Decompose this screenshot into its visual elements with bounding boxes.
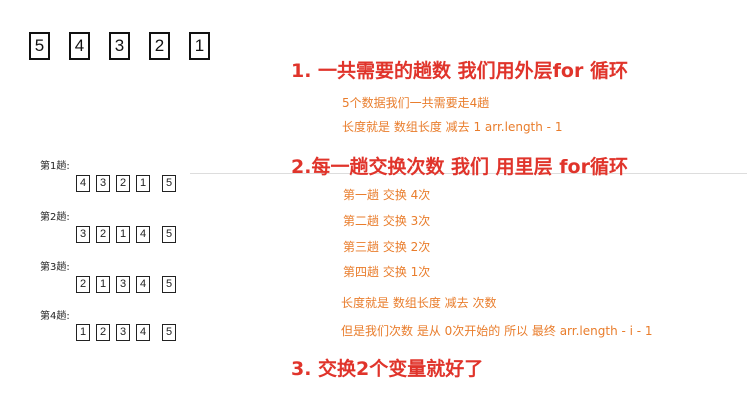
array-box: 2: [116, 175, 130, 192]
array-box: 1: [96, 276, 110, 293]
section-2-note: 长度就是 数组长度 减去 次数: [341, 296, 497, 310]
array-box: 3: [96, 175, 110, 192]
array-box: 3: [109, 32, 130, 60]
array-box: 5: [162, 175, 176, 192]
array-box: 5: [29, 32, 50, 60]
section-2-note: 但是我们次数 是从 0次开始的 所以 最终 arr.length - i - 1: [341, 324, 653, 338]
array-box: 4: [69, 32, 90, 60]
array-box: 4: [76, 175, 90, 192]
section-2-heading: 2.每一趟交换次数 我们 用里层 for循环: [291, 156, 628, 178]
round-label: 第4趟:: [40, 311, 70, 322]
section-2-note: 第二趟 交换 3次: [343, 214, 431, 228]
section-3-heading: 3. 交换2个变量就好了: [291, 358, 484, 380]
array-box: 5: [162, 226, 176, 243]
section-2-note: 第三趟 交换 2次: [343, 240, 431, 254]
array-box: 1: [116, 226, 130, 243]
array-box: 1: [189, 32, 210, 60]
array-box: 4: [136, 226, 150, 243]
array-box: 2: [149, 32, 170, 60]
section-1-note: 5个数据我们一共需要走4趟: [342, 96, 490, 110]
array-box: 3: [76, 226, 90, 243]
array-box: 1: [136, 175, 150, 192]
round-label: 第3趟:: [40, 262, 70, 273]
array-box: 4: [136, 276, 150, 293]
array-box: 2: [96, 324, 110, 341]
section-1-heading: 1. 一共需要的趟数 我们用外层for 循环: [291, 60, 628, 82]
array-box: 1: [76, 324, 90, 341]
array-box: 3: [116, 276, 130, 293]
round-label: 第2趟:: [40, 212, 70, 223]
section-2-note: 第四趟 交换 1次: [343, 265, 431, 279]
section-2-note: 第一趟 交换 4次: [343, 188, 431, 202]
array-box: 4: [136, 324, 150, 341]
section-1-note: 长度就是 数组长度 减去 1 arr.length - 1: [342, 120, 563, 134]
array-box: 5: [162, 276, 176, 293]
array-box: 2: [76, 276, 90, 293]
array-box: 2: [96, 226, 110, 243]
divider-line: [190, 173, 747, 174]
round-label: 第1趟:: [40, 161, 70, 172]
array-box: 5: [162, 324, 176, 341]
array-box: 3: [116, 324, 130, 341]
